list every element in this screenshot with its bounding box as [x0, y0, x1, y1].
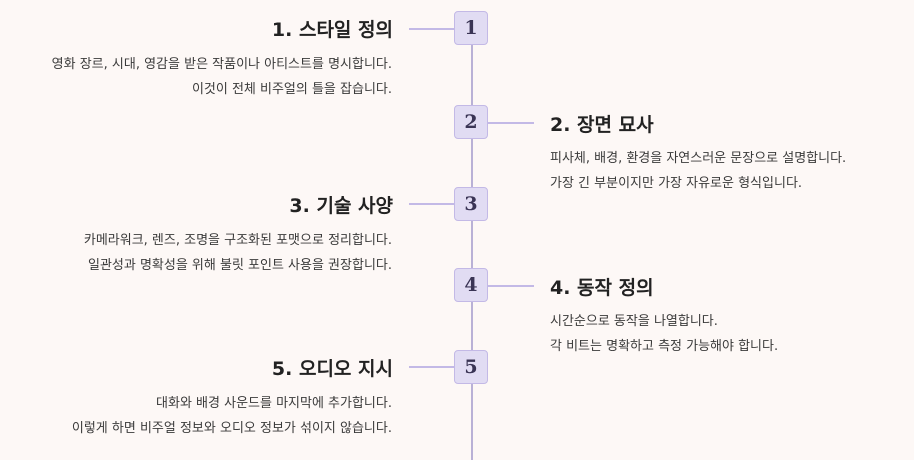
connector-step-2 [488, 122, 534, 124]
step-4-line-1: 시간순으로 동작을 나열합니다. [550, 314, 718, 329]
step-4-description: 시간순으로 동작을 나열합니다. 각 비트는 명확하고 측정 가능해야 합니다. [550, 309, 778, 359]
step-2-description: 피사체, 배경, 환경을 자연스러운 문장으로 설명합니다. 가장 긴 부분이지… [550, 146, 846, 196]
step-3-node: 3 [454, 187, 488, 221]
step-1-title: 1. 스타일 정의 [271, 19, 393, 41]
step-5-line-1: 대화와 배경 사운드를 마지막에 추가합니다. [156, 396, 392, 411]
step-5-title: 5. 오디오 지시 [271, 358, 393, 380]
connector-step-3 [409, 203, 454, 205]
step-1-node: 1 [454, 11, 488, 45]
step-2-line-1: 피사체, 배경, 환경을 자연스러운 문장으로 설명합니다. [550, 151, 847, 166]
step-2-node: 2 [454, 105, 488, 139]
step-5-line-2: 이렇게 하면 비주얼 정보와 오디오 정보가 섞이지 않습니다. [71, 421, 392, 436]
step-4-node: 4 [454, 268, 488, 302]
timeline-spine [471, 28, 473, 460]
connector-step-1 [409, 28, 454, 30]
step-1-line-2: 이것이 전체 비주얼의 틀을 잡습니다. [191, 82, 392, 97]
step-4-line-2: 각 비트는 명확하고 측정 가능해야 합니다. [550, 339, 779, 354]
step-2-title: 2. 장면 묘사 [550, 114, 654, 136]
step-3-title: 3. 기술 사양 [289, 195, 393, 217]
connector-step-5 [409, 366, 454, 368]
connector-step-4 [488, 285, 534, 287]
step-5-description: 대화와 배경 사운드를 마지막에 추가합니다. 이렇게 하면 비주얼 정보와 오… [72, 391, 392, 441]
step-3-line-1: 카메라워크, 렌즈, 조명을 구조화된 포맷으로 정리합니다. [83, 233, 392, 248]
step-3-description: 카메라워크, 렌즈, 조명을 구조화된 포맷으로 정리합니다. 일관성과 명확성… [84, 228, 392, 278]
step-1-line-1: 영화 장르, 시대, 영감을 받은 작품이나 아티스트를 명시합니다. [51, 57, 392, 72]
step-2-line-2: 가장 긴 부분이지만 가장 자유로운 형식입니다. [550, 176, 803, 191]
step-4-title: 4. 동작 정의 [550, 277, 654, 299]
step-3-line-2: 일관성과 명확성을 위해 불릿 포인트 사용을 권장합니다. [87, 258, 392, 273]
step-5-node: 5 [454, 350, 488, 384]
step-1-description: 영화 장르, 시대, 영감을 받은 작품이나 아티스트를 명시합니다. 이것이 … [52, 52, 392, 102]
